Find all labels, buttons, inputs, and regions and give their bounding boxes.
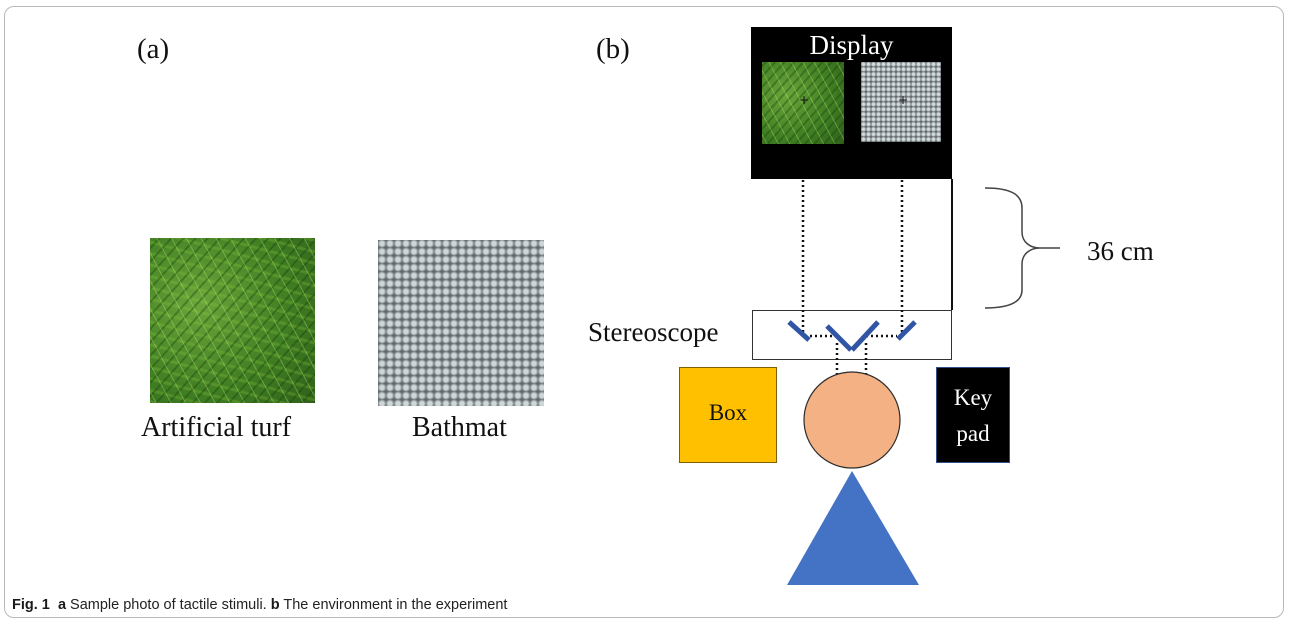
keypad-label: Key pad [936, 380, 1010, 452]
caption-b-text: The environment in the experiment [283, 597, 508, 613]
stereoscope-label: Stereoscope [588, 317, 719, 347]
caption-fig-number: Fig. 1 [12, 597, 50, 613]
participant-body [787, 471, 919, 585]
stereoscope-mirrors [787, 320, 917, 352]
keypad-label-line1: Key [953, 385, 993, 410]
bathmat-photo [378, 240, 544, 406]
fixation-cross-left: + [799, 93, 810, 107]
caption-b-key: b [270, 597, 280, 613]
light-paths [801, 180, 904, 386]
participant-head [803, 371, 901, 469]
artificial-turf-label: Artificial turf [141, 412, 292, 443]
fixation-cross-right: + [898, 93, 909, 107]
caption-a-text: Sample photo of tactile stimuli. [70, 597, 267, 613]
panel-b-label: (b) [596, 33, 630, 65]
distance-label: 36 cm [1087, 236, 1154, 266]
display-label: Display [809, 30, 894, 60]
bathmat-label: Bathmat [412, 412, 507, 443]
display-turf-stimulus [762, 62, 844, 144]
box-label: Box [708, 400, 748, 425]
box [679, 367, 777, 463]
stereoscope [752, 310, 952, 360]
distance-brace [984, 187, 1060, 309]
figure-caption: Fig. 1 a Sample photo of tactile stimuli… [12, 597, 507, 613]
keypad-label-line2: pad [956, 421, 990, 446]
keypad [936, 367, 1010, 463]
caption-a-key: a [57, 597, 67, 613]
display-bathmat-stimulus [861, 62, 941, 142]
artificial-turf-photo [150, 238, 315, 403]
panel-a-label: (a) [137, 33, 170, 65]
